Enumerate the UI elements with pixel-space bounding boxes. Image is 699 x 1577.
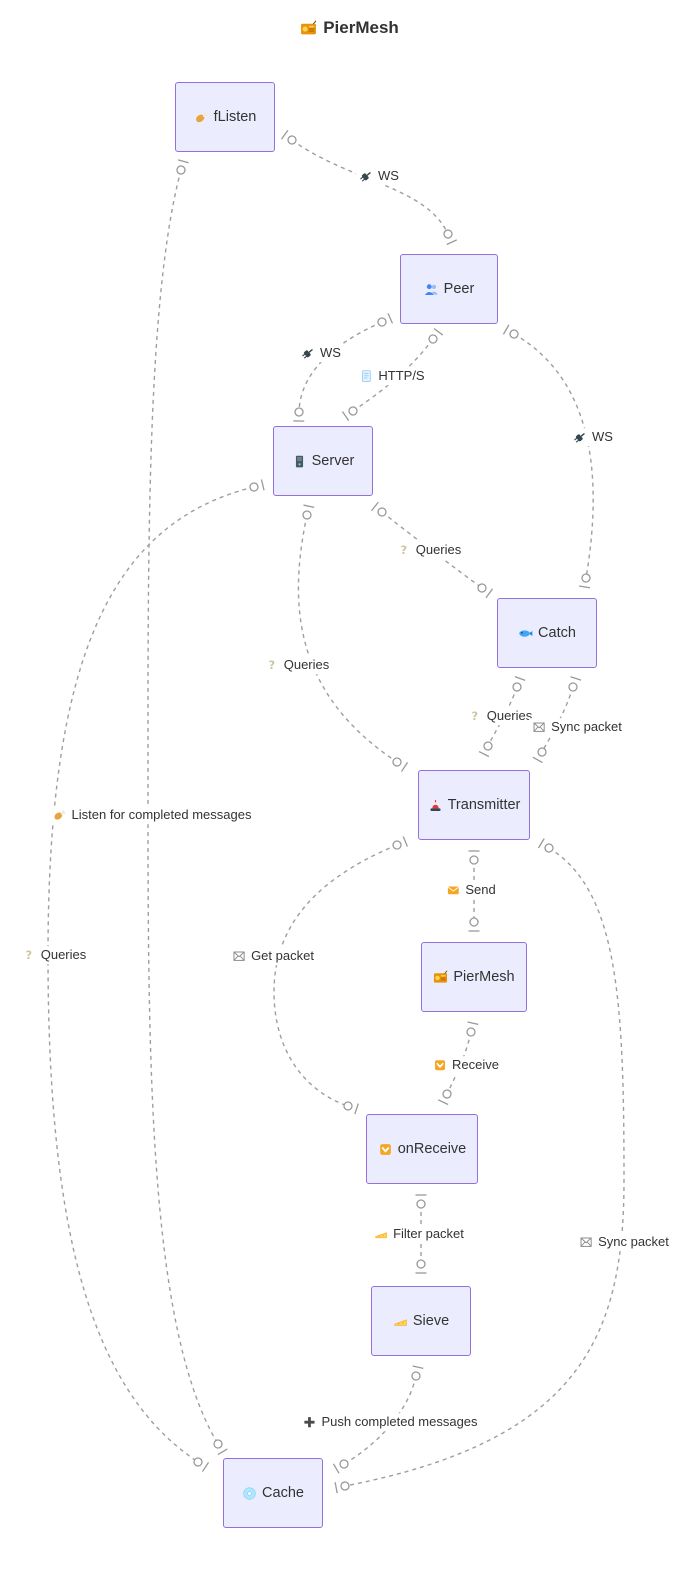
diagram-title-text: PierMesh [323,18,399,37]
node-label: Catch [538,625,576,641]
edge-flisten-peer [280,129,458,246]
node-label: PierMesh [453,969,515,985]
radio-icon [300,20,317,37]
document-icon [359,369,373,383]
edge-label-queries-4: Queries [18,946,90,964]
drumstick-icon [53,808,67,822]
node-cache: Cache [223,1458,323,1528]
plus-icon [302,1415,316,1429]
down-arrow-icon [433,1058,447,1072]
edge-label-queries-1: Queries [393,541,465,559]
envelope-icon [532,720,546,734]
edge-server-cache [47,479,265,1472]
cheese-icon [374,1227,388,1241]
edge-label-sync-packet-2: Sync packet [576,1233,672,1251]
node-label: Server [311,453,355,469]
plug-icon [301,346,315,360]
node-transmitter: Transmitter [418,770,530,840]
server-icon [292,454,307,469]
transmitter-icon [428,798,443,813]
cheese-icon [393,1314,408,1329]
edge-label-push-completed: Push completed messages [299,1413,481,1431]
node-sieve: Sieve [371,1286,471,1356]
question-icon [397,543,411,557]
node-label: Peer [443,281,475,297]
drumstick-icon [194,110,209,125]
node-server: Server [273,426,373,496]
edge-label-listen-completed: Listen for completed messages [49,806,255,824]
edge-label-queries-3: Queries [464,707,536,725]
edge-transmitter-onreceive [273,836,409,1115]
question-icon [265,658,279,672]
node-label: Transmitter [447,797,521,813]
envelope-icon [232,949,246,963]
send-icon [446,883,460,897]
edge-label-ws-2: WS [298,344,344,362]
diagram-title: PierMesh [0,18,699,38]
edge-label-send: Send [443,881,499,899]
down-arrow-icon [378,1142,393,1157]
disc-icon [242,1486,257,1501]
node-label: Cache [262,1485,304,1501]
node-catch: Catch [497,598,597,668]
busts-icon [424,282,439,297]
edge-label-ws-1: WS [356,167,402,185]
question-icon [22,948,36,962]
envelope-icon [579,1235,593,1249]
edge-label-sync-packet-1: Sync packet [529,718,625,736]
question-icon [468,709,482,723]
plug-icon [573,430,587,444]
node-onreceive: onReceive [366,1114,478,1184]
edge-server-transmitter [297,504,409,772]
radio-icon [433,970,448,985]
node-label: Sieve [412,1313,450,1329]
edge-label-filter-packet: Filter packet [371,1225,467,1243]
node-flisten: fListen [175,82,275,152]
edge-label-get-packet: Get packet [229,947,317,965]
edge-label-queries-2: Queries [261,656,333,674]
edge-label-receive: Receive [430,1056,502,1074]
edge-peer-catch [502,324,594,589]
plug-icon [359,169,373,183]
edge-label-https: HTTP/S [356,367,428,385]
node-peer: Peer [400,254,498,324]
edge-label-ws-3: WS [570,428,616,446]
node-piermesh: PierMesh [421,942,527,1012]
node-label: onReceive [397,1141,467,1157]
fish-icon [518,626,533,641]
node-label: fListen [213,109,257,125]
